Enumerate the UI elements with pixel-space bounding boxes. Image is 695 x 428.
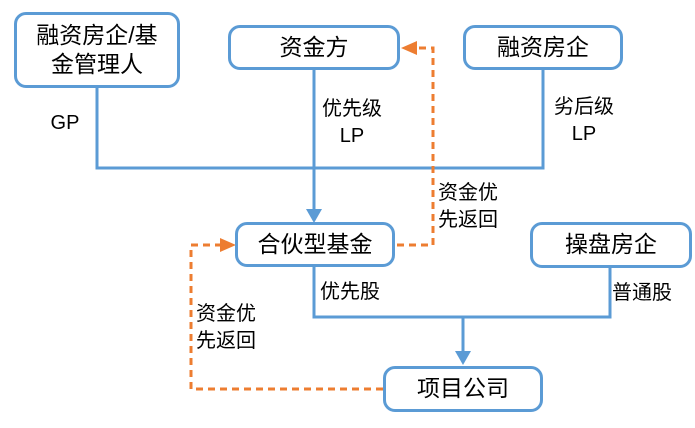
- node-capital-provider: 资金方: [228, 25, 400, 70]
- label-capital-priority-return-right: 资金优 先返回: [438, 182, 498, 231]
- label-junior-lp: 劣后级 LP: [554, 96, 614, 145]
- return-flow-project-to-fund: [189, 243, 383, 391]
- label-senior-lp: 优先级 LP: [322, 98, 382, 147]
- label-preferred-stock: 优先股: [320, 281, 380, 303]
- arrowhead-left-into-capital-icon: [401, 41, 417, 55]
- node-financing-developer: 融资房企: [463, 25, 623, 70]
- return-flow-fund-to-capital: [397, 46, 435, 247]
- arrowhead-down-into-project-icon: [455, 351, 471, 365]
- node-project-company: 项目公司: [383, 366, 543, 412]
- arrowhead-right-into-fund-icon: [220, 238, 236, 252]
- label-gp: GP: [50, 112, 80, 134]
- node-operating-developer: 操盘房企: [530, 222, 692, 268]
- connector-gp-and-junior-lp: [95, 70, 545, 170]
- node-partnership-fund: 合伙型基金: [235, 222, 395, 267]
- node-financing-developer-or-fund-manager: 融资房企/基 金管理人: [14, 12, 180, 88]
- arrowhead-down-into-fund-icon: [306, 209, 322, 223]
- label-common-stock: 普通股: [612, 282, 672, 304]
- label-capital-priority-return-left: 资金优 先返回: [196, 303, 256, 352]
